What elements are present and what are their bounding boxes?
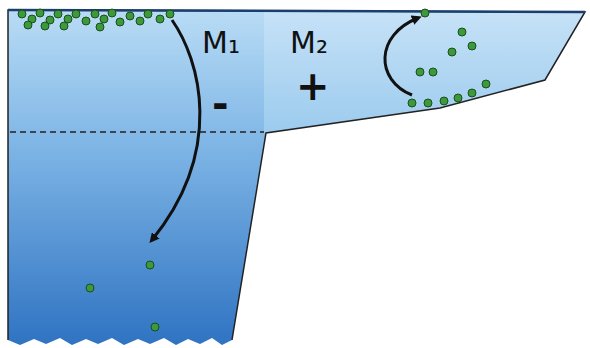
shelf-water — [264, 10, 585, 133]
resuspension-arrow — [385, 18, 418, 95]
depth-line — [10, 131, 264, 133]
deep-water — [8, 10, 266, 345]
sinking-arrow — [152, 20, 200, 240]
flux-label: M₁ — [202, 28, 240, 58]
basin-outline — [8, 10, 585, 340]
phytoplankton-dots — [18, 9, 490, 331]
sign-label: - — [212, 84, 229, 124]
sign-label: + — [296, 66, 330, 106]
flux-label: M₂ — [290, 28, 328, 58]
